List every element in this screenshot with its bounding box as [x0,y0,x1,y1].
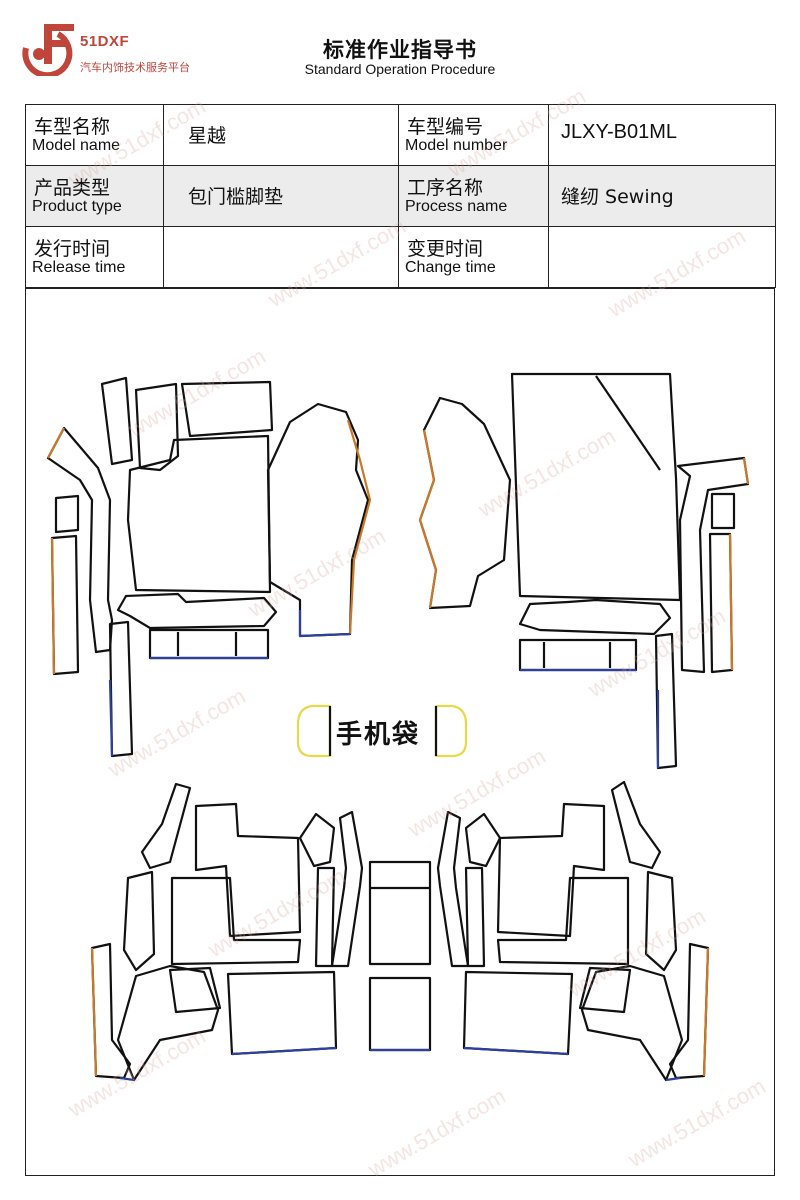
pattern-piece [314,866,336,968]
pattern-piece [54,494,80,534]
pattern-piece [46,426,114,654]
pattern-piece [134,382,180,472]
pattern-piece [180,380,274,438]
pattern-piece [436,810,470,968]
product-type-label: 产品类型 Product type [25,165,164,227]
model-number-value: JLXY-B01ML [548,104,776,166]
pattern-piece [170,876,302,966]
pattern-piece [510,372,682,602]
header: 51DXF 汽车内饰技术服务平台 标准作业指导书 Standard Operat… [0,0,800,100]
product-type-value: 包门槛脚垫 [163,165,399,227]
info-table: 车型名称 Model name 星越 车型编号 Model number JLX… [25,104,776,288]
pattern-piece [418,396,512,610]
pattern-piece [140,782,192,870]
pattern-piece [266,402,370,638]
pattern-piece [108,620,134,758]
pattern-piece [580,964,684,1082]
pocket-bracket-left [296,704,332,758]
pattern-piece [742,457,750,485]
pattern-piece [702,947,710,1077]
pattern-piece [464,812,502,868]
pattern-piece [518,638,638,672]
pattern-piece [122,870,156,972]
pattern-piece [116,964,220,1082]
pocket-bracket-right [434,704,468,758]
pattern-piece [578,966,632,1014]
pattern-seam [595,375,661,471]
pattern-piece [298,610,351,638]
document-title: 标准作业指导书 [323,38,477,62]
pattern-piece [463,1046,569,1056]
pattern-piece [119,1076,135,1082]
pattern-piece [708,532,734,674]
pattern-piece [462,970,574,1056]
pattern-piece [665,1076,681,1082]
pattern-piece [346,419,372,635]
pattern-piece [728,533,734,671]
pattern-piece [368,976,432,1052]
pattern-piece [47,427,65,459]
logo-tagline: 汽车内饰技术服务平台 [80,61,190,74]
pattern-piece [231,1046,337,1056]
pattern-piece [330,810,364,968]
logo-brand: 51DXF [80,33,130,50]
pattern-piece [610,780,662,870]
pattern-piece [518,598,672,636]
pattern-piece [50,534,80,676]
document-subtitle: Standard Operation Procedure [304,61,496,77]
release-time-value [163,226,399,288]
pattern-piece [644,870,678,972]
pattern-piece [90,947,98,1077]
pattern-piece [126,434,272,594]
change-time-value [548,226,776,288]
process-name-label: 工序名称 Process name [398,165,549,227]
pattern-piece [298,812,336,868]
pattern-piece [100,376,134,466]
pattern-piece [116,592,278,630]
pattern-piece [676,456,750,674]
pattern-piece [108,679,114,757]
pattern-piece [496,802,606,938]
pattern-drawing-frame [25,288,775,1176]
pattern-piece [368,860,432,966]
pattern-piece [418,429,438,609]
phone-pocket-label: 手机袋 [336,720,421,750]
process-name-value: 缝纫 Sewing [548,165,776,227]
pattern-piece [496,876,630,966]
pattern-piece [168,966,222,1014]
change-time-label: 变更时间 Change time [398,226,549,288]
pattern-piece [226,970,338,1056]
release-time-label: 发行时间 Release time [25,226,164,288]
pattern-piece [148,628,270,660]
logo-icon [22,24,74,76]
pattern-piece [710,492,736,530]
pattern-piece [50,537,56,675]
pattern-piece [464,866,486,968]
pattern-piece [194,802,302,938]
